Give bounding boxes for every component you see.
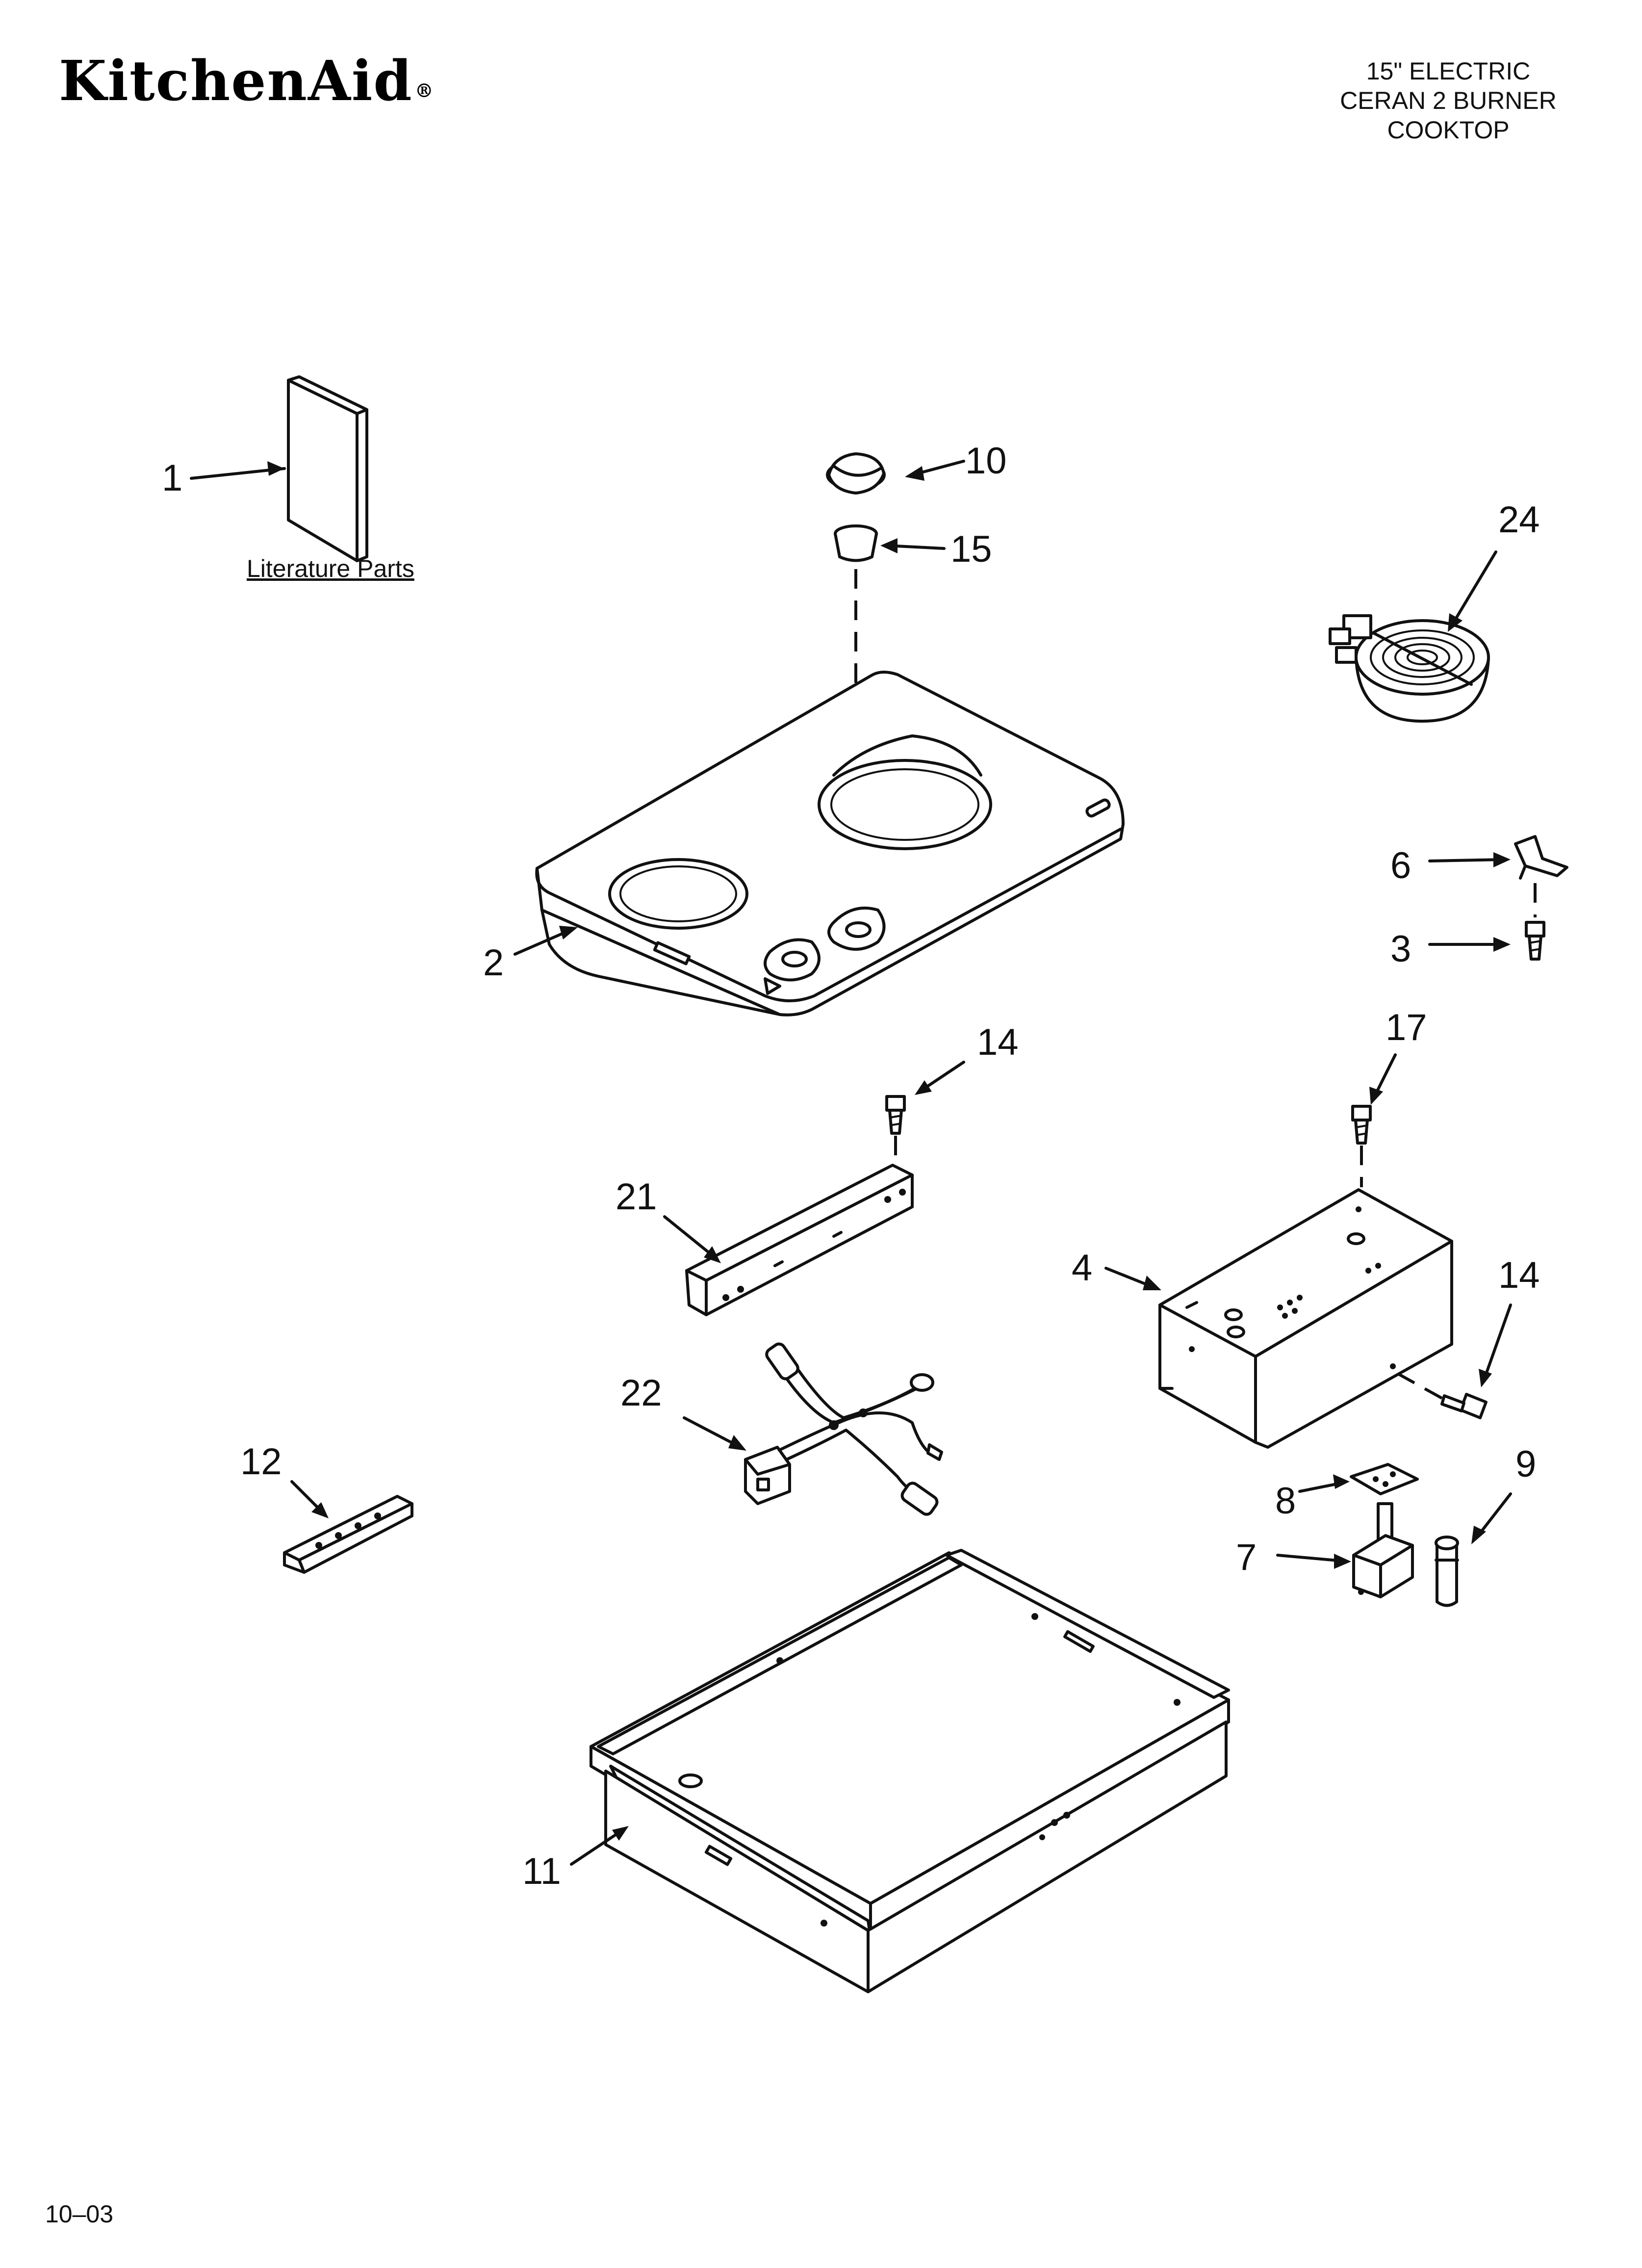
callout-leader-14b [1482,1303,1512,1382]
screw-right [1440,1393,1488,1419]
title-line-2: CERAN 2 BURNER [1340,87,1557,114]
callout-leader-24 [1450,550,1497,627]
callout-8: 8 [1275,1480,1296,1522]
switch-shaft [1435,1536,1459,1607]
callout-6: 6 [1390,845,1411,886]
knob-insert [834,524,878,562]
base-pan [590,1549,1230,1993]
brand-name: KitchenAid [59,49,413,113]
callout-2: 2 [483,942,504,984]
mounting-plate [1350,1463,1419,1495]
wire-harness [744,1342,943,1516]
control-box [1158,1188,1453,1449]
small-bracket [283,1495,413,1574]
callout-leader-21 [663,1215,718,1260]
callout-11: 11 [522,1851,561,1892]
callout-21: 21 [616,1176,657,1218]
callout-14a: 14 [977,1021,1019,1063]
callout-9: 9 [1515,1443,1536,1485]
callout-1: 1 [162,457,182,499]
ceramic-glass-cooktop [535,671,1125,1017]
callout-leader-7 [1276,1554,1345,1563]
callout-17: 17 [1385,1007,1427,1048]
mounting-clip [1514,835,1568,880]
callout-4: 4 [1072,1247,1092,1289]
callout-14b: 14 [1498,1254,1540,1296]
title-line-1: 15" ELECTRIC [1366,57,1531,85]
callout-3: 3 [1390,928,1411,970]
callout-7: 7 [1236,1537,1257,1578]
radiant-surface-element [1329,614,1490,723]
revision-code: 10–03 [45,2200,114,2228]
callout-22: 22 [620,1372,662,1414]
callout-10: 10 [965,440,1007,482]
brand-logo: KitchenAid® [59,49,435,113]
callout-15: 15 [950,528,992,570]
mounting-screw [1525,921,1545,961]
registered-mark: ® [414,79,435,102]
diagram-title: 15" ELECTRIC CERAN 2 BURNER COOKTOP [1321,56,1576,145]
callout-leader-6 [1428,858,1505,862]
screw-17 [1351,1105,1372,1145]
literature-parts-label: Literature Parts [247,555,414,582]
screw-upper [885,1095,906,1135]
callout-12: 12 [240,1441,282,1483]
knob [826,452,886,495]
title-line-3: COOKTOP [1387,116,1510,144]
callout-24: 24 [1498,499,1540,541]
control-bracket [685,1164,914,1316]
literature-booklet [287,375,368,562]
callout-leader-11 [570,1828,624,1866]
control-switch [1352,1502,1414,1598]
